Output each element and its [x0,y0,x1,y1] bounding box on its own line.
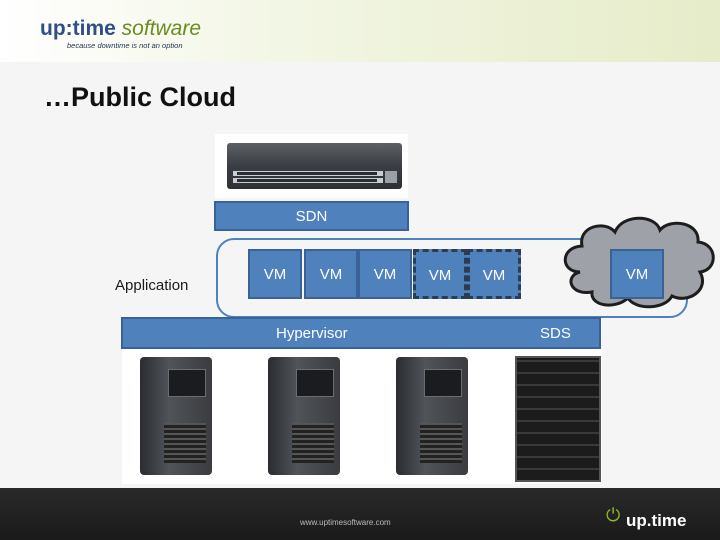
footer-url: www.uptimesoftware.com [300,518,391,527]
server-tower-icon [140,357,212,475]
logo-tagline: because downtime is not an option [67,41,183,50]
vm-box-migrating-2: VM [467,249,521,299]
sds-label: SDS [540,325,571,342]
header-banner [0,0,720,62]
vm-box-2: VM [304,249,358,299]
server-tower-icon [268,357,340,475]
vm-box-cloud: VM [610,249,664,299]
vm-box-3: VM [358,249,412,299]
network-switch-icon [227,143,402,189]
slide-title: …Public Cloud [44,82,236,112]
hypervisor-box [121,317,601,349]
footer-logo: up.time [626,511,687,530]
vm-box-migrating-1: VM [413,249,467,299]
application-label: Application [115,277,189,294]
footer-bar [0,488,720,540]
storage-rack-icon [515,356,601,482]
uptime-arrow-icon: ⏻ [606,505,621,525]
hypervisor-label: Hypervisor [276,325,348,342]
sdn-box: SDN [214,201,409,231]
uptime-logo: up:time software [40,17,202,40]
vm-box-1: VM [248,249,302,299]
server-tower-icon [396,357,468,475]
